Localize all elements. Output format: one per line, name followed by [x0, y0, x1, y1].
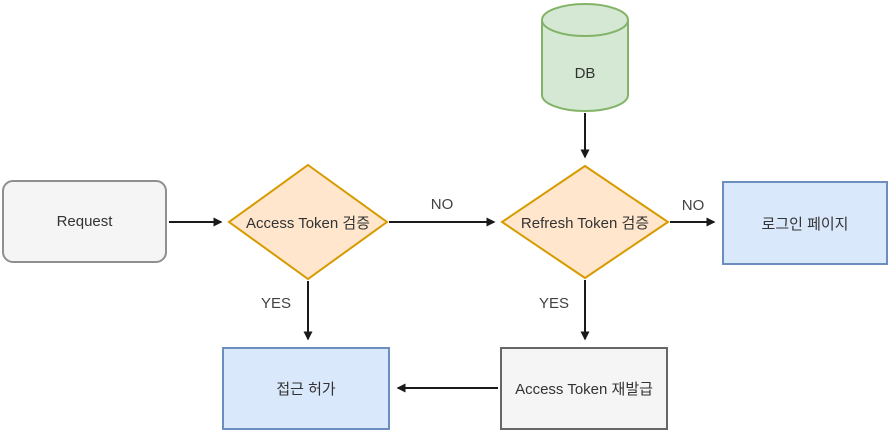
refresh-token-check-diamond [500, 164, 670, 280]
node-request-label: Request [56, 213, 113, 230]
db-cylinder-body [541, 20, 629, 112]
node-access-grant-label: 접근 허가 [276, 381, 336, 398]
access-token-check-diamond [227, 163, 389, 281]
node-access-grant: 접근 허가 [222, 347, 390, 430]
node-request: Request [2, 180, 167, 263]
node-token-reissue: Access Token 재발급 [500, 347, 668, 430]
node-login-page-label: 로그인 페이지 [761, 215, 849, 233]
node-token-reissue-label: Access Token 재발급 [515, 381, 653, 398]
node-login-page: 로그인 페이지 [722, 181, 888, 265]
db-cylinder-top [541, 3, 629, 37]
